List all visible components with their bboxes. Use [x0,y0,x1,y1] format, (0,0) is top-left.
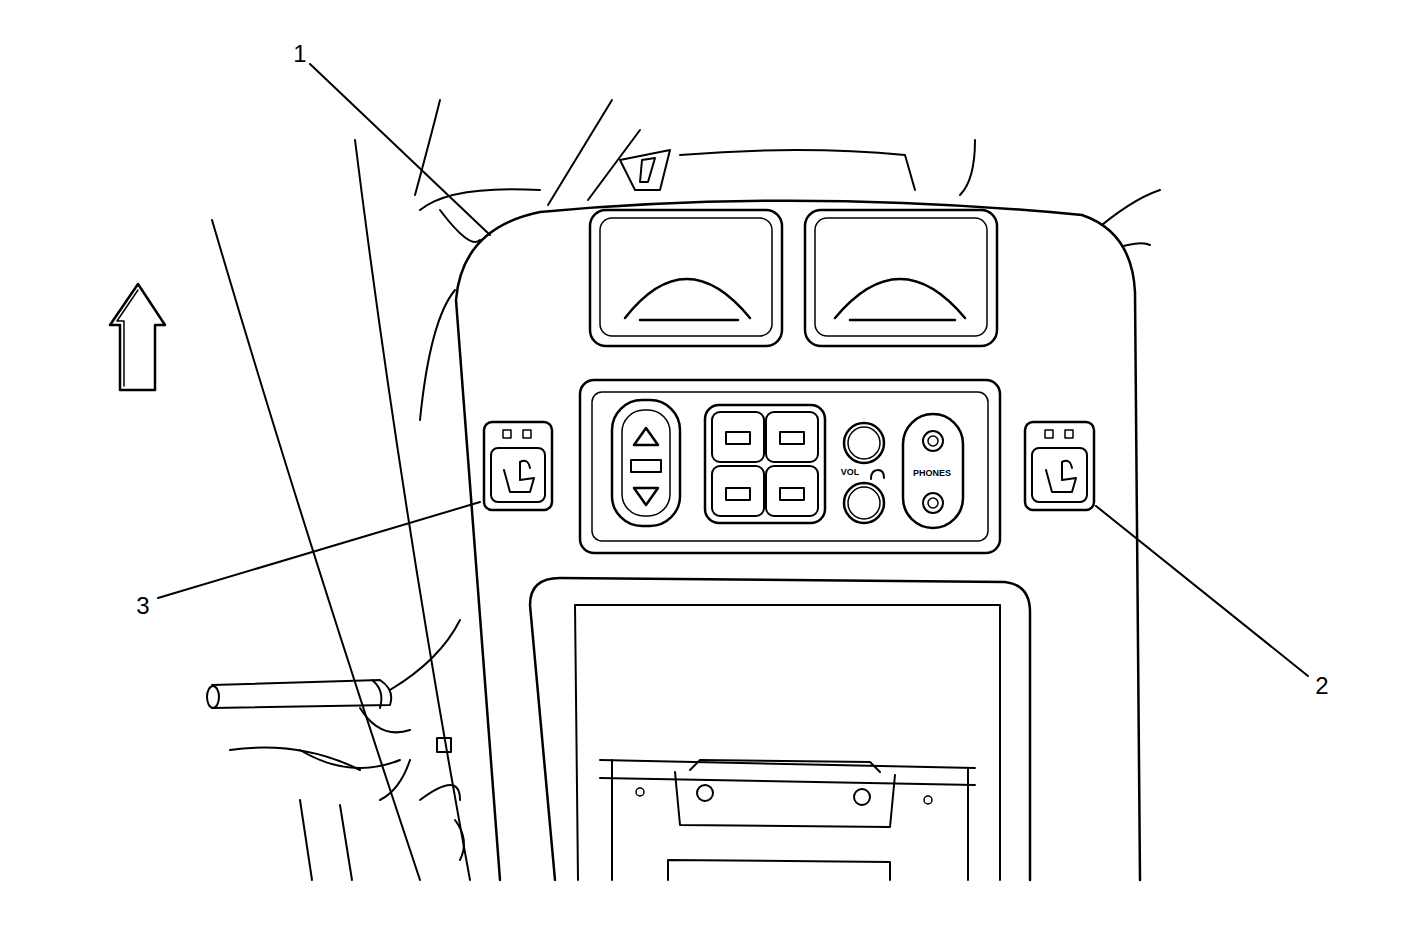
background-lines [212,100,1160,880]
rear-control-panel [580,380,1000,553]
control-legend: VOL [841,468,860,477]
clip [620,150,670,190]
air-vent [590,210,997,346]
cable [207,680,451,752]
callout-number: 3 [136,594,149,618]
clip [640,158,655,182]
leader-line [158,64,1308,676]
callout-number: 2 [1315,674,1328,698]
console-housing [456,201,1140,880]
heated-seat-switch [484,422,1094,510]
storage-opening [530,578,1030,880]
forward-arrow [110,284,165,390]
forward-arrow [117,290,138,386]
callout-number: 1 [293,42,306,66]
control-legend: PHONES [913,469,951,478]
